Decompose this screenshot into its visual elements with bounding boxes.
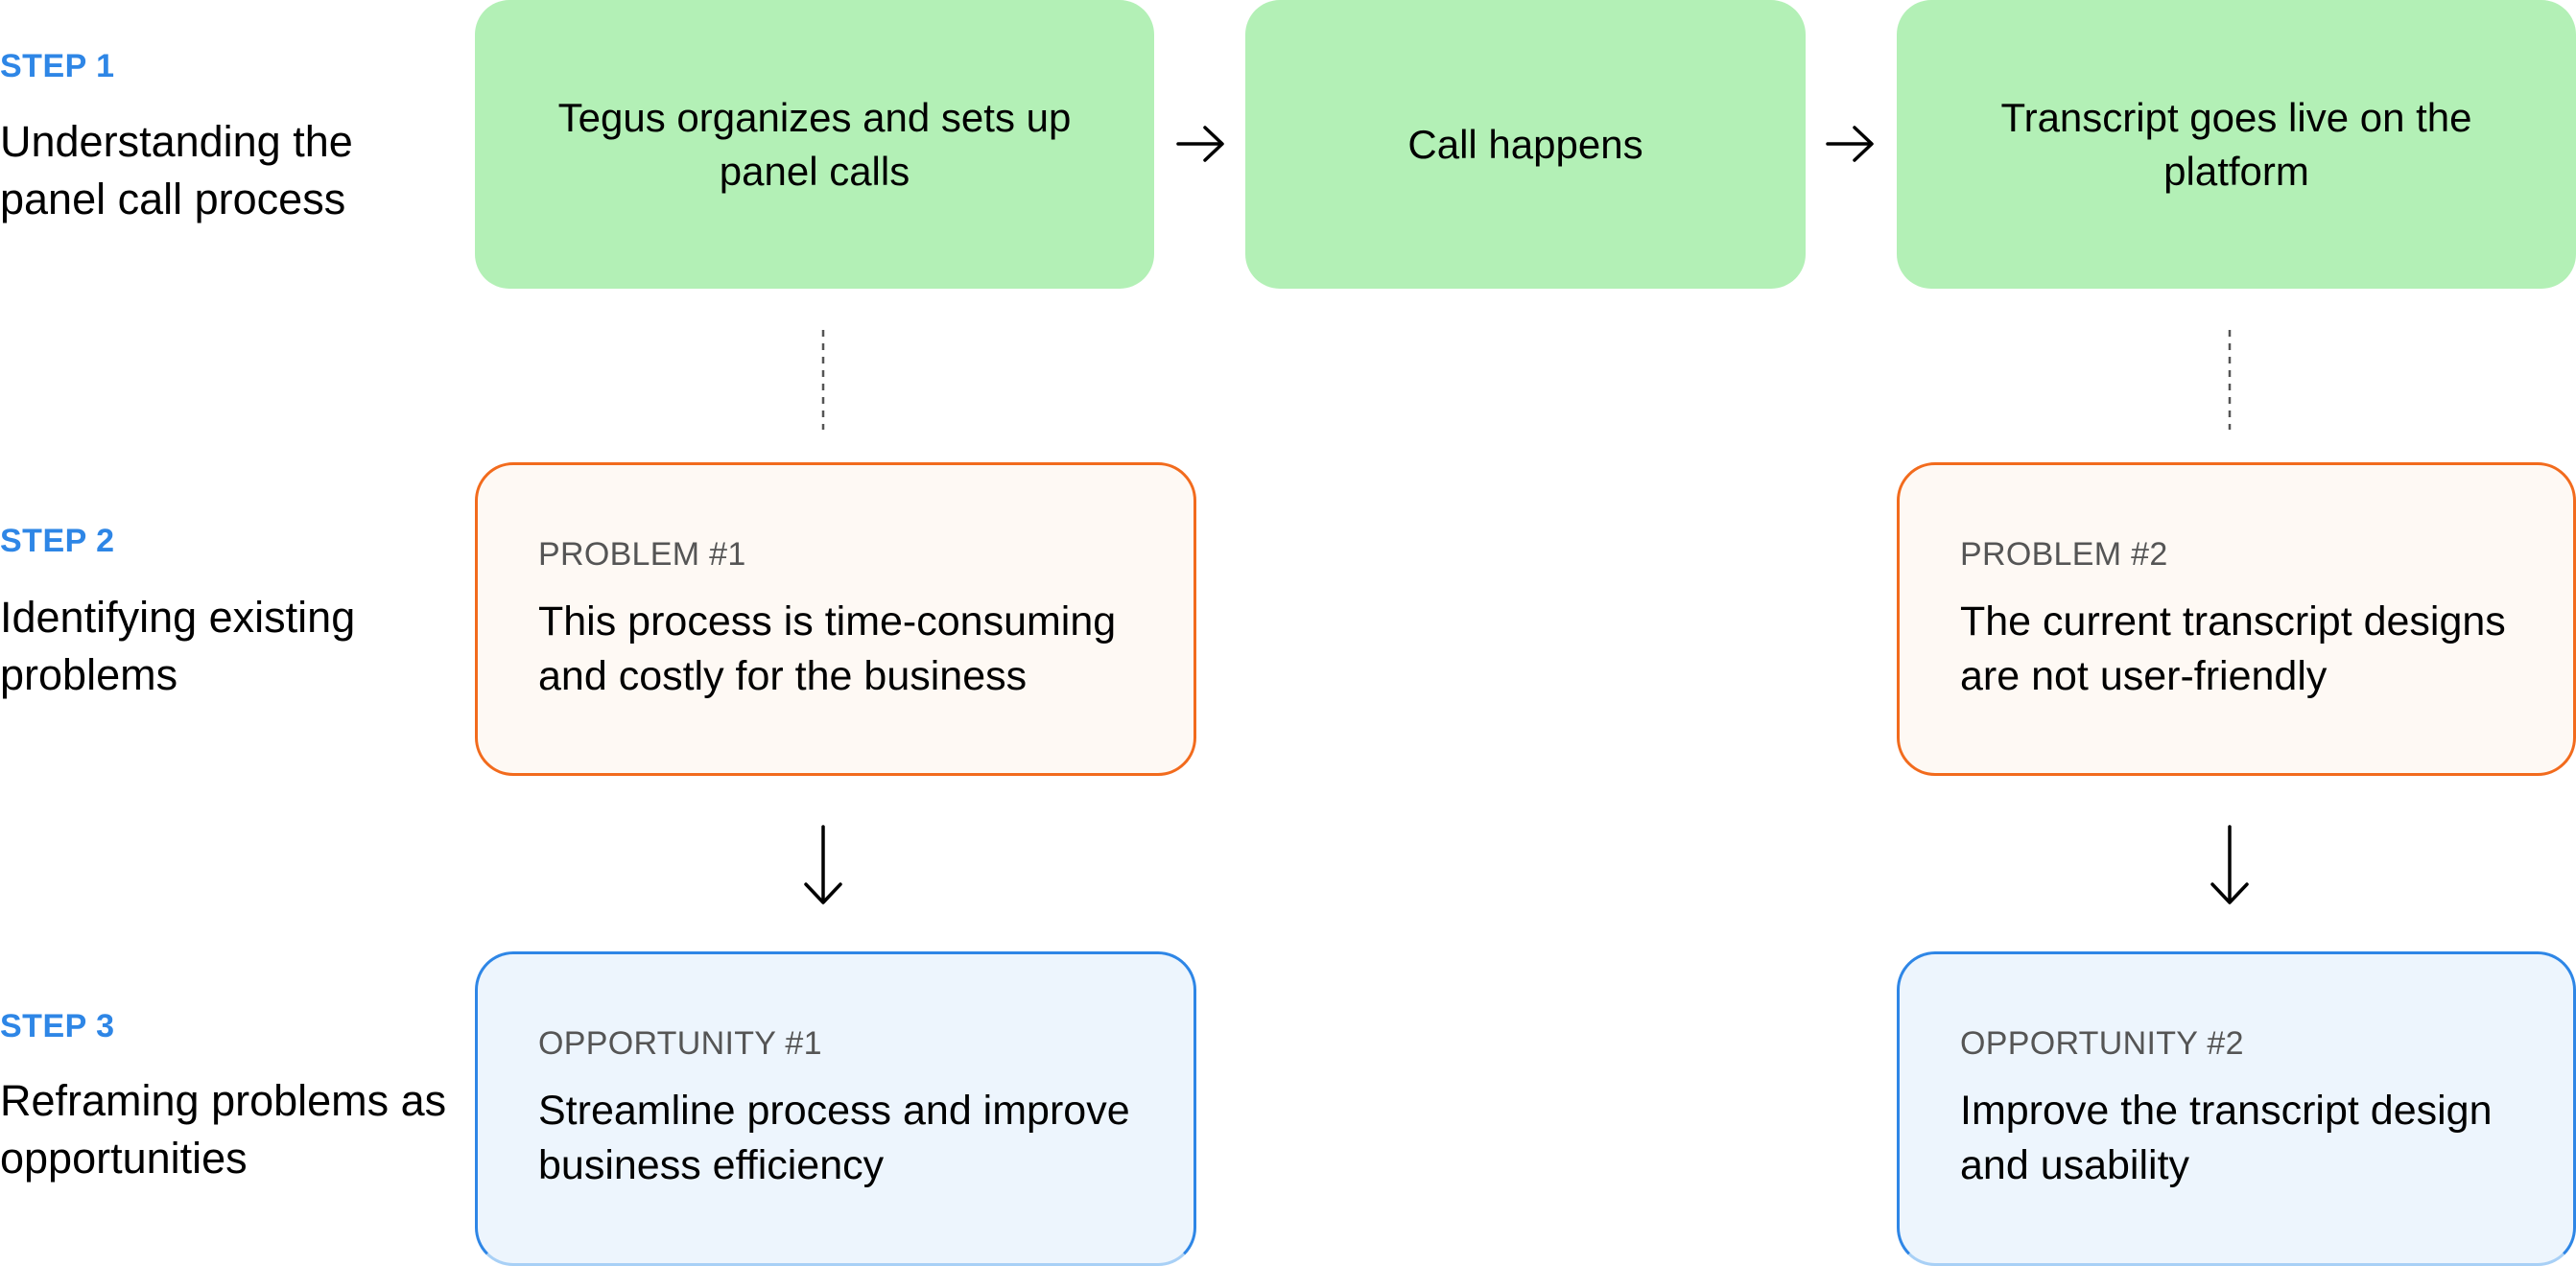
step-3-title: Reframing problems as opportunities: [0, 1076, 447, 1183]
problem-2-text: The current transcript designs are not u…: [1960, 598, 2506, 699]
opportunity-1-kicker: OPPORTUNITY #1: [538, 1025, 822, 1062]
opportunity-card-2: OPPORTUNITY #2 Improve the transcript de…: [1897, 951, 2576, 1266]
process-step-organize-text: Tegus organizes and sets up panel calls: [557, 94, 1072, 194]
step-1-title: Understanding the panel call process: [0, 117, 353, 223]
arrow-down-icon: [2210, 825, 2249, 904]
problem-card-1: PROBLEM #1 This process is time-consumin…: [475, 462, 1196, 776]
opportunity-2-kicker: OPPORTUNITY #2: [1960, 1025, 2244, 1062]
arrow-down-icon: [804, 825, 842, 904]
problem-1-text: This process is time-consuming and costl…: [538, 598, 1117, 699]
opportunity-1-text: Streamline process and improve business …: [538, 1088, 1130, 1188]
process-step-organize: Tegus organizes and sets up panel calls: [475, 0, 1154, 289]
process-step-call: Call happens: [1245, 0, 1806, 289]
step-2-title: Identifying existing problems: [0, 593, 356, 699]
process-step-transcript: Transcript goes live on the platform: [1897, 0, 2576, 289]
opportunity-2-text: Improve the transcript design and usabil…: [1960, 1088, 2493, 1188]
opportunity-card-1: OPPORTUNITY #1 Streamline process and im…: [475, 951, 1196, 1266]
problem-1-kicker: PROBLEM #1: [538, 536, 746, 573]
step-1-label: STEP 1: [0, 48, 115, 84]
problem-card-2: PROBLEM #2 The current transcript design…: [1897, 462, 2576, 776]
problem-2-kicker: PROBLEM #2: [1960, 536, 2168, 573]
step-3-label: STEP 3: [0, 1008, 115, 1044]
process-step-call-text: Call happens: [1407, 121, 1643, 167]
process-step-transcript-text: Transcript goes live on the platform: [2000, 94, 2472, 194]
arrow-right-icon: [1176, 126, 1224, 162]
arrow-right-icon: [1826, 126, 1874, 162]
step-2-label: STEP 2: [0, 523, 115, 559]
